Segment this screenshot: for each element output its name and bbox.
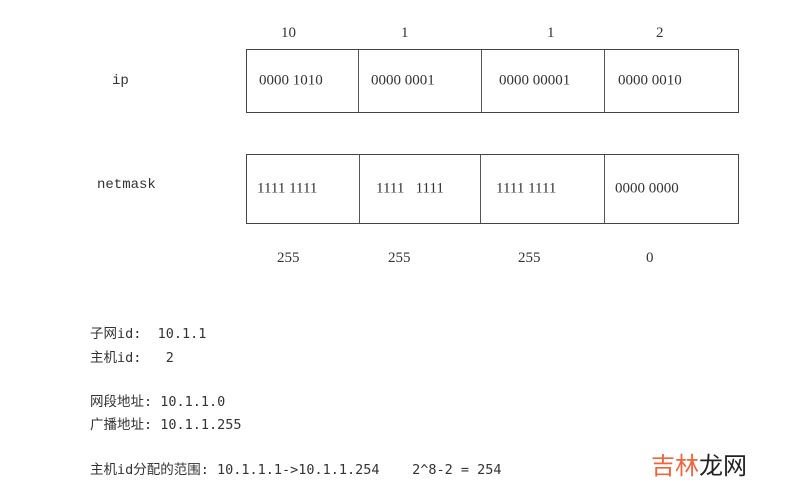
host-id-text: 主机id: 2 bbox=[90, 350, 174, 366]
netmask-octet-3-decimal: 255 bbox=[518, 250, 541, 266]
netmask-octet-2-decimal: 255 bbox=[388, 250, 411, 266]
netmask-octet-1-decimal: 255 bbox=[277, 250, 300, 266]
netmask-octet-3-binary: 1111 1111 bbox=[496, 180, 557, 197]
netmask-octet-4-decimal: 0 bbox=[646, 250, 654, 266]
ip-label: ip bbox=[112, 73, 129, 89]
netmask-octet-1-binary: 1111 1111 bbox=[257, 180, 318, 197]
netmask-octet-4-binary: 0000 0000 bbox=[615, 180, 679, 197]
network-address-text: 网段地址: 10.1.1.0 bbox=[90, 394, 226, 410]
host-range-text: 主机id分配的范围: 10.1.1.1->10.1.1.254 2^8-2 = … bbox=[90, 462, 502, 478]
ip-binary-row: 0000 1010 0000 0001 0000 00001 0000 0010 bbox=[246, 49, 739, 113]
ip-octet-2: 0000 0001 bbox=[359, 50, 482, 112]
ip-octet-3-decimal: 1 bbox=[547, 25, 555, 41]
ip-octet-2-binary: 0000 0001 bbox=[371, 72, 435, 89]
ip-octet-4-binary: 0000 0010 bbox=[618, 72, 682, 89]
ip-octet-1-decimal: 10 bbox=[281, 25, 296, 41]
ip-octet-3-binary: 0000 00001 bbox=[499, 72, 571, 89]
netmask-octet-2: 1111 1111 bbox=[360, 155, 481, 223]
netmask-octet-1: 1111 1111 bbox=[247, 155, 360, 223]
watermark-part2: 龙网 bbox=[699, 452, 747, 480]
watermark-logo: 吉林龙网 bbox=[651, 446, 747, 481]
ip-octet-4-decimal: 2 bbox=[656, 25, 664, 41]
ip-octet-1-binary: 0000 1010 bbox=[259, 72, 323, 89]
ip-octet-2-decimal: 1 bbox=[401, 25, 409, 41]
broadcast-address-text: 广播地址: 10.1.1.255 bbox=[90, 417, 242, 433]
netmask-octet-3: 1111 1111 bbox=[481, 155, 605, 223]
netmask-octet-2-binary: 1111 1111 bbox=[376, 180, 444, 197]
ip-octet-3: 0000 00001 bbox=[482, 50, 605, 112]
ip-octet-1: 0000 1010 bbox=[247, 50, 359, 112]
subnet-id-text: 子网id: 10.1.1 bbox=[90, 326, 207, 342]
ip-octet-4: 0000 0010 bbox=[605, 50, 738, 112]
netmask-octet-4: 0000 0000 bbox=[605, 155, 738, 223]
netmask-binary-row: 1111 1111 1111 1111 1111 1111 0000 0000 bbox=[246, 154, 739, 224]
netmask-label: netmask bbox=[97, 177, 156, 193]
watermark-part1: 吉林 bbox=[651, 452, 699, 480]
